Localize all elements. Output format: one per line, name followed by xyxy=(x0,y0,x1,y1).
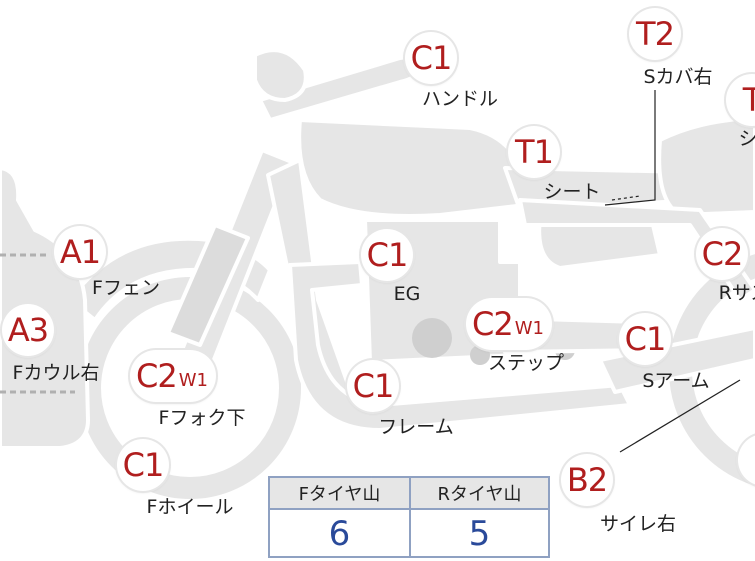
front-tire-header: Fタイヤ山 xyxy=(270,478,409,508)
part-code: T2 xyxy=(636,15,675,53)
part-code: T xyxy=(742,81,755,119)
label-s-cover-right: Sカバ右 xyxy=(643,66,713,88)
badge-r-sus: C2 xyxy=(696,228,748,280)
part-code: C1 xyxy=(122,446,165,484)
rear-tire-value: 5 xyxy=(468,514,491,554)
label-frame: フレーム xyxy=(378,416,454,438)
rear-tire-header: Rタイヤ山 xyxy=(411,478,548,508)
label-top-right-cut: シ xyxy=(738,128,755,150)
badge-frame: C1 xyxy=(347,360,399,412)
badge-seat: T1 xyxy=(508,126,560,178)
fuel-tank xyxy=(297,118,527,218)
part-code: A3 xyxy=(7,311,49,349)
label-r-sus: Rサス xyxy=(718,282,755,304)
part-code: B2 xyxy=(566,461,608,499)
badge-muffler-right: B2 xyxy=(561,454,613,506)
part-code: C2 xyxy=(472,305,514,343)
leader-muffler xyxy=(619,379,741,453)
badge-f-fender: A1 xyxy=(54,226,106,278)
part-subcode: W1 xyxy=(514,317,544,339)
front-tire-value: 6 xyxy=(328,514,351,554)
part-subcode: W1 xyxy=(178,369,208,391)
label-eg: EG xyxy=(393,283,421,305)
tail-cowl xyxy=(657,116,755,217)
part-code: C1 xyxy=(410,39,453,77)
swing-arm xyxy=(598,326,755,394)
label-handle: ハンドル xyxy=(421,88,499,110)
label-f-fork-lower: Fフォク下 xyxy=(158,407,246,429)
label-seat: シート xyxy=(543,181,601,203)
badge-right-edge-cut: C xyxy=(738,434,755,486)
badge-f-wheel: C1 xyxy=(117,439,169,491)
part-code: T1 xyxy=(515,133,554,171)
part-code: C2 xyxy=(701,235,744,273)
part-code: C1 xyxy=(366,236,409,274)
label-f-wheel: Fホイール xyxy=(146,496,234,518)
label-s-arm: Sアーム xyxy=(642,370,710,392)
label-muffler-right: サイレ右 xyxy=(599,513,677,535)
part-code: C xyxy=(753,444,755,476)
part-code: A1 xyxy=(59,233,101,271)
badge-s-cover-right: T2 xyxy=(629,8,681,60)
label-f-cowl-right: Fカウル右 xyxy=(12,362,100,384)
leader-s-cover xyxy=(604,90,656,206)
label-step: ステップ xyxy=(487,352,565,374)
part-code: C1 xyxy=(624,320,667,358)
label-f-fender: Fフェン xyxy=(92,277,160,299)
part-code: C1 xyxy=(352,367,395,405)
tire-tread-table: Fタイヤ山 Rタイヤ山 6 5 xyxy=(268,476,550,558)
part-code: C2 xyxy=(136,357,178,395)
badge-handle: C1 xyxy=(405,32,457,84)
badge-f-cowl-right: A3 xyxy=(2,304,54,356)
badge-s-arm: C1 xyxy=(619,313,671,365)
badge-eg: C1 xyxy=(361,229,413,281)
